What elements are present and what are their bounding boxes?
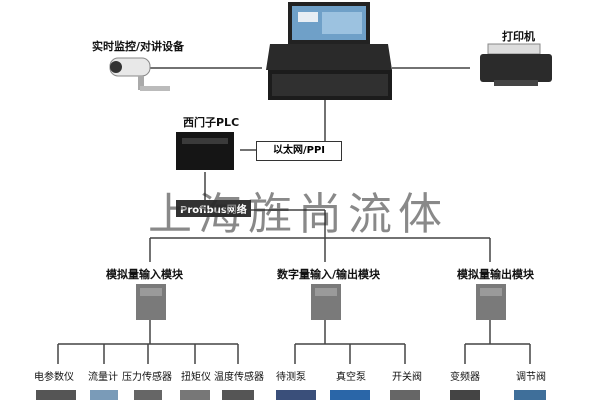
ethernet-ppi-label: 以太网/PPI: [256, 141, 342, 161]
device-label: 待测泵: [276, 372, 306, 383]
watermark-text: 上海旌尚流体: [148, 189, 448, 240]
plc-icon: [176, 132, 234, 170]
device-label: 压力传感器: [122, 372, 172, 383]
module-label: 模拟量输出模块: [457, 268, 534, 281]
device-label: 扭矩仪: [181, 372, 211, 383]
plc-label: 西门子PLC: [183, 116, 240, 129]
module-label: 模拟量输入模块: [106, 268, 183, 281]
profibus-label: Profibus网络: [176, 200, 251, 217]
industrial-computer-icon: [266, 2, 392, 100]
module-label: 数字量输入/输出模块: [277, 268, 381, 281]
device-label: 调节阀: [516, 372, 546, 383]
device-icon: [36, 390, 546, 400]
device-label: 流量计: [88, 372, 118, 383]
camera-label: 实时监控/对讲设备: [92, 40, 185, 53]
printer-label: 打印机: [502, 30, 535, 43]
device-label: 变频器: [450, 372, 480, 383]
camera-icon: [109, 57, 170, 91]
device-label: 电参数仪: [34, 372, 74, 383]
module-icon: [476, 284, 506, 320]
device-label: 真空泵: [336, 372, 366, 383]
module-icon: [136, 284, 166, 320]
module-icon: [311, 284, 341, 320]
device-label: 开关阀: [392, 372, 422, 383]
device-label: 温度传感器: [214, 372, 264, 383]
printer-icon: [480, 43, 552, 86]
